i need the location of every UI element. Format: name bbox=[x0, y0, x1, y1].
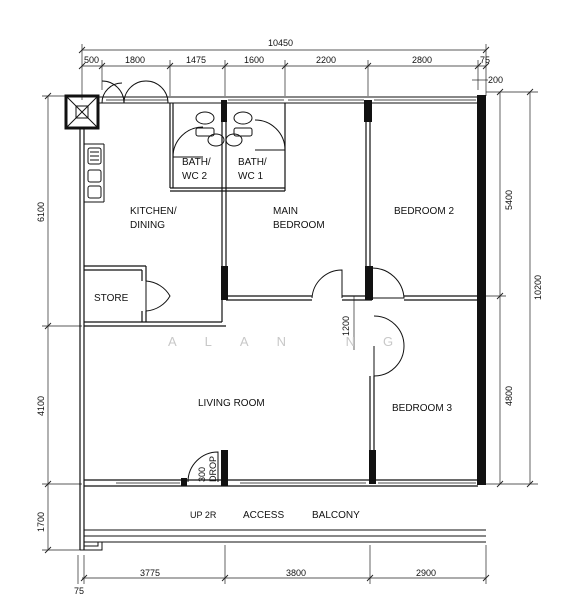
dim-top-small-1: 75 bbox=[480, 55, 490, 65]
dim-right-3: 10200 bbox=[533, 275, 543, 300]
label-bath-wc2-line1: BATH/ bbox=[182, 157, 211, 168]
dim-left-2: 4100 bbox=[36, 396, 46, 416]
label-kitchen-line2: DINING bbox=[130, 220, 165, 231]
dim-bottom-4: 2900 bbox=[416, 568, 436, 578]
dim-right-1: 5400 bbox=[504, 190, 514, 210]
kitchen-counter bbox=[84, 143, 105, 203]
dim-left-3: 1700 bbox=[36, 512, 46, 532]
dimension-lines bbox=[42, 44, 538, 584]
dim-overall-width: 10450 bbox=[268, 38, 293, 48]
label-step-drop: DROP bbox=[208, 456, 218, 482]
watermark: ALAN NG bbox=[168, 334, 421, 349]
dim-top-6: 2800 bbox=[412, 55, 432, 65]
label-bath-wc1-line1: BATH/ bbox=[238, 157, 267, 168]
dim-top-small-2: 200 bbox=[488, 75, 503, 85]
access-balcony bbox=[80, 529, 486, 551]
label-bath-wc1-line2: WC 1 bbox=[238, 171, 263, 182]
dim-top-4: 1600 bbox=[244, 55, 264, 65]
label-kitchen-line1: KITCHEN/ bbox=[130, 206, 177, 217]
walls bbox=[64, 94, 486, 550]
label-store: STORE bbox=[94, 293, 129, 304]
dim-bottom-2: 3775 bbox=[140, 568, 160, 578]
dim-top-5: 2200 bbox=[316, 55, 336, 65]
dim-left-1: 6100 bbox=[36, 202, 46, 222]
dim-corridor: 1200 bbox=[341, 316, 351, 336]
dim-top-1: 500 bbox=[84, 55, 99, 65]
label-access: ACCESS bbox=[243, 510, 284, 521]
label-bedroom-2: BEDROOM 2 bbox=[394, 206, 454, 217]
dim-bottom-1: 75 bbox=[74, 586, 84, 596]
dim-bottom-3: 3800 bbox=[286, 568, 306, 578]
bath-fixtures bbox=[195, 111, 253, 147]
doors bbox=[101, 80, 405, 483]
label-main-bedroom-line2: BEDROOM bbox=[273, 220, 325, 231]
label-step-300: 300 bbox=[197, 467, 207, 482]
label-up-2r: UP 2R bbox=[190, 510, 217, 520]
label-living-room: LIVING ROOM bbox=[198, 398, 265, 409]
label-bath-wc2-line2: WC 2 bbox=[182, 171, 207, 182]
label-balcony: BALCONY bbox=[312, 510, 360, 521]
windows bbox=[106, 99, 476, 484]
label-bedroom-3: BEDROOM 3 bbox=[392, 403, 452, 414]
label-main-bedroom-line1: MAIN bbox=[273, 206, 298, 217]
dimension-ticks bbox=[44, 46, 534, 582]
dim-top-2: 1800 bbox=[125, 55, 145, 65]
dim-right-2: 4800 bbox=[504, 386, 514, 406]
dim-top-3: 1475 bbox=[186, 55, 206, 65]
